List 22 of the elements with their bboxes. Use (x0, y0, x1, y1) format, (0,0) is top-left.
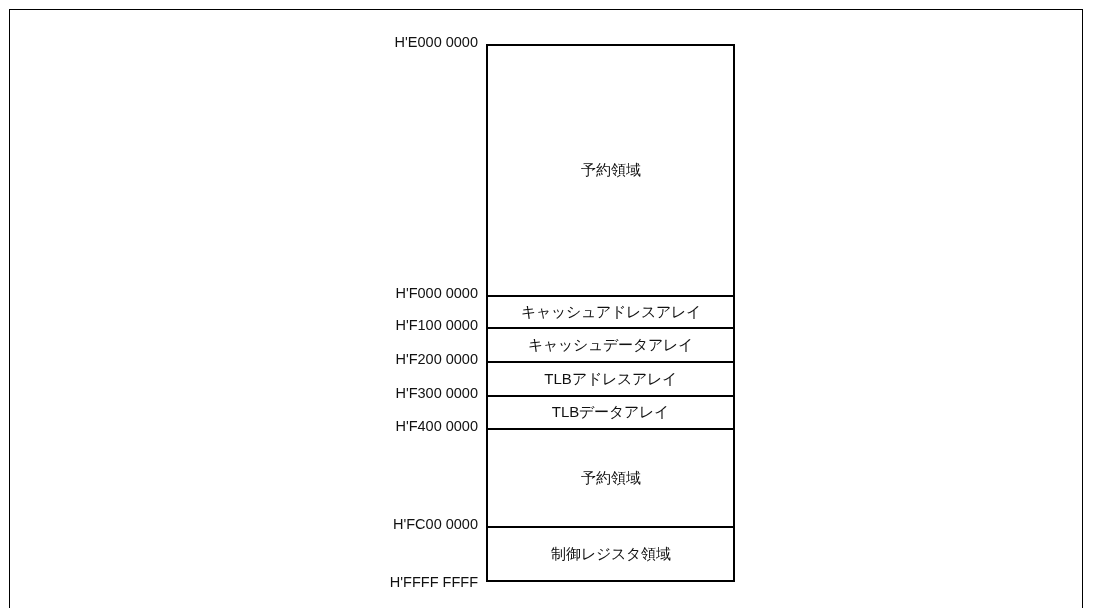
memory-region-box (486, 295, 735, 329)
address-label: H'F000 0000 (395, 285, 478, 301)
memory-region-box (486, 526, 735, 582)
region-name: 制御レジスタ領域 (550, 544, 671, 564)
region-name: キャッシュアドレスアレイ (520, 302, 701, 322)
memory-region-box (486, 395, 735, 430)
address-label: H'F300 0000 (395, 385, 478, 401)
region-name: TLBアドレスアレイ (544, 369, 677, 389)
region-name: 予約領域 (580, 161, 641, 180)
address-label: H'FFFF FFFF (389, 574, 478, 590)
memory-region-box (486, 44, 735, 297)
memory-region-box (486, 361, 735, 397)
address-label: H'E000 0000 (394, 34, 478, 50)
address-label: H'F200 0000 (395, 351, 478, 367)
address-label: H'F100 0000 (395, 317, 478, 333)
address-label: H'FC00 0000 (393, 516, 478, 532)
region-name: キャッシュデータアレイ (528, 335, 693, 355)
region-name: 予約領域 (580, 468, 641, 488)
region-name: TLBデータアレイ (551, 403, 670, 422)
memory-region-box (486, 428, 735, 528)
memory-region-box (486, 327, 735, 363)
address-label: H'F400 0000 (395, 418, 478, 434)
